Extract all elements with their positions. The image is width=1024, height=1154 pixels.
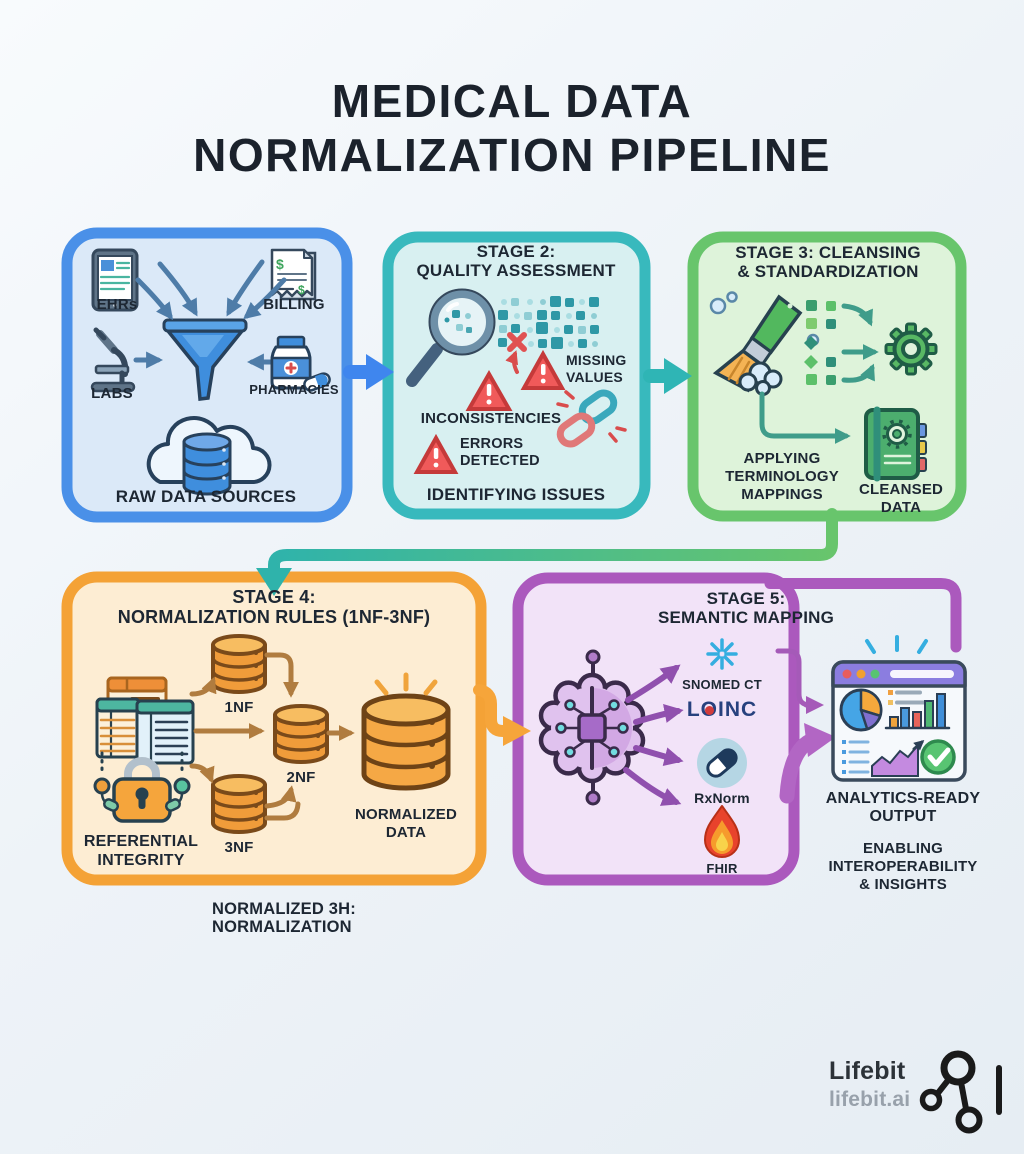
footnote-line1: NORMALIZED 3H: xyxy=(212,900,356,918)
label-mapping-2: TERMINOLOGY xyxy=(725,468,839,485)
stage5-top-hook xyxy=(764,578,962,653)
warning-icon-errors xyxy=(413,433,459,474)
brand-name: Lifebit xyxy=(829,1057,906,1085)
connector-stage2-stage3 xyxy=(643,358,692,394)
line-chart-icon xyxy=(871,739,925,777)
label-ehrs: EHRs xyxy=(96,296,138,313)
label-errors-2: DETECTED xyxy=(460,453,540,469)
label-mapping-1: APPLYING xyxy=(743,450,821,467)
label-mapping-3: MAPPINGS xyxy=(741,486,823,503)
label-rxnorm: RxNorm xyxy=(694,790,750,806)
label-labs: LABS xyxy=(91,385,133,402)
normalized-database-icon xyxy=(361,693,451,791)
stage4-flow-arrows xyxy=(189,652,355,821)
stage2-title-line1: STAGE 2: xyxy=(476,242,556,261)
label-referential-2: INTEGRITY xyxy=(97,852,185,869)
label-normalized-2: DATA xyxy=(385,824,427,841)
label-1nf: 1NF xyxy=(224,699,254,716)
database-2nf-icon xyxy=(273,704,329,764)
referential-integrity-lock-icon xyxy=(93,751,191,823)
database-3nf-icon xyxy=(211,774,267,834)
cleaning-brush-icon xyxy=(709,291,820,396)
pill-bottle-icon xyxy=(270,335,331,392)
label-referential-1: REFERENTIAL xyxy=(83,833,199,850)
magnifier-icon xyxy=(406,288,496,387)
label-cleansed-2: DATA xyxy=(880,499,922,516)
footnote-line2: NORMALIZATION xyxy=(212,918,352,936)
label-snomed-ct: SNOMED CT xyxy=(682,677,762,692)
loinc-logo-dot xyxy=(705,706,714,715)
rxnorm-capsule-icon xyxy=(697,738,747,788)
broken-link-icon xyxy=(556,389,627,448)
page-title-line1: MEDICAL DATA xyxy=(331,75,693,127)
output-sub-3: & INSIGHTS xyxy=(859,876,947,893)
label-pharmacies: PHARMACIES xyxy=(249,382,339,397)
connector-stage3-stage4 xyxy=(256,508,838,596)
microscope-icon xyxy=(90,327,136,393)
label-errors-1: ERRORS xyxy=(460,436,524,452)
funnel-icon xyxy=(162,318,248,401)
source-tables-icon xyxy=(95,676,195,765)
stage1-caption: RAW DATA SOURCES xyxy=(115,487,297,506)
bar-chart-icon xyxy=(884,693,951,730)
funnel-input-arrows xyxy=(133,259,287,371)
mapping-book-icon xyxy=(864,406,927,482)
warning-icon-inconsistencies xyxy=(465,369,513,411)
normalized-rays xyxy=(374,672,438,696)
label-cleansed-1: CLEANSED xyxy=(858,481,944,498)
stage3-title-line1: STAGE 3: CLEANSING xyxy=(735,243,921,262)
svg-text:$: $ xyxy=(298,283,305,297)
output-sub-2: INTEROPERABILITY xyxy=(828,858,978,875)
label-normalized-1: NORMALIZED xyxy=(355,806,457,823)
cloud-database-icon xyxy=(146,416,272,496)
connector-stage4-stage5 xyxy=(473,684,531,746)
billing-receipt-icon: $ $ xyxy=(270,248,317,301)
gear-icon xyxy=(884,322,938,376)
check-icon xyxy=(920,739,956,775)
stage5-title-line1: STAGE 5: xyxy=(706,589,786,608)
label-2nf: 2NF xyxy=(286,769,316,786)
stage2-title-line2: QUALITY ASSESSMENT xyxy=(416,261,616,280)
label-fhir: FHIR xyxy=(706,861,738,876)
page-title-line2: NORMALIZATION PIPELINE xyxy=(193,129,831,181)
connector-stage5-output xyxy=(779,723,836,804)
stage5-title-line2: SEMANTIC MAPPING xyxy=(657,608,835,627)
stage2-caption: IDENTIFYING ISSUES xyxy=(426,485,606,504)
data-matrix-icon xyxy=(498,296,599,349)
fhir-flame-icon xyxy=(704,805,740,858)
chart-legend xyxy=(888,690,928,705)
pie-chart-icon xyxy=(839,688,883,732)
label-3nf: 3NF xyxy=(224,839,254,856)
lifebit-network-logo xyxy=(919,1050,1002,1134)
label-inconsistencies: INCONSISTENCIES xyxy=(420,410,562,427)
analytics-window-icon xyxy=(831,660,967,782)
output-heading-2: OUTPUT xyxy=(869,808,937,825)
stage3-title-line2: & STANDARDIZATION xyxy=(737,262,919,281)
warning-icon-missing xyxy=(520,349,566,390)
output-sub-1: ENABLING xyxy=(863,840,943,857)
label-billing: BILLING xyxy=(263,296,325,313)
label-missing-1: MISSING xyxy=(566,352,627,368)
database-1nf-icon xyxy=(211,634,267,694)
label-missing-2: VALUES xyxy=(566,369,623,385)
missing-cell-x-icon xyxy=(505,332,527,374)
brand-domain: lifebit.ai xyxy=(829,1088,911,1111)
snomed-ct-icon xyxy=(706,638,738,670)
brain-mapping-arrows xyxy=(623,664,684,806)
connector-snomed-output xyxy=(775,648,824,714)
analytics-sparkle-icon xyxy=(865,635,928,654)
connector-stage1-stage2 xyxy=(343,354,394,390)
stage4-title-line2: NORMALIZATION RULES (1NF-3NF) xyxy=(117,607,431,627)
list-icon xyxy=(842,740,870,774)
loinc-logo: LOINC xyxy=(686,698,758,721)
stage4-title-line1: STAGE 4: xyxy=(232,587,316,607)
mapping-arrows xyxy=(759,303,879,445)
output-heading-1: ANALYTICS-READY xyxy=(825,790,981,807)
mapping-symbols-icon xyxy=(804,300,836,385)
svg-text:$: $ xyxy=(276,256,284,272)
